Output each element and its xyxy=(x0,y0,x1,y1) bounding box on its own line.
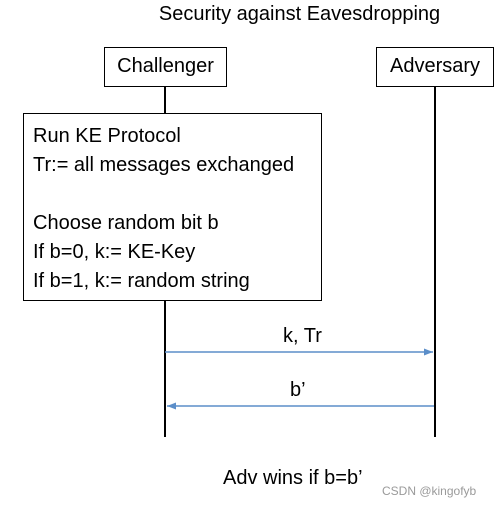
message-label-b-prime: b’ xyxy=(290,379,306,401)
watermark: CSDN @kingofyb xyxy=(382,484,477,498)
challenger-lifeline-top xyxy=(164,87,166,113)
challenger-lifeline-bottom xyxy=(164,301,166,437)
adversary-lifeline xyxy=(434,87,436,437)
action-line-run-ke: Run KE Protocol xyxy=(33,125,181,147)
adversary-box: Adversary xyxy=(376,47,494,87)
action-line-b1: If b=1, k:= random string xyxy=(33,270,250,292)
diagram-title: Security against Eavesdropping xyxy=(158,3,441,25)
action-line-spacer xyxy=(33,180,321,209)
challenger-action-box: Run KE Protocol Tr:= all messages exchan… xyxy=(23,113,322,301)
outcome-text: Adv wins if b=b’ xyxy=(223,467,363,489)
challenger-box: Challenger xyxy=(104,47,227,87)
action-line-choose-bit: Choose random bit b xyxy=(33,212,219,234)
action-line-transcript: Tr:= all messages exchanged xyxy=(33,154,295,176)
message-label-k-tr: k, Tr xyxy=(283,325,322,347)
action-line-b0: If b=0, k:= KE-Key xyxy=(33,241,196,263)
